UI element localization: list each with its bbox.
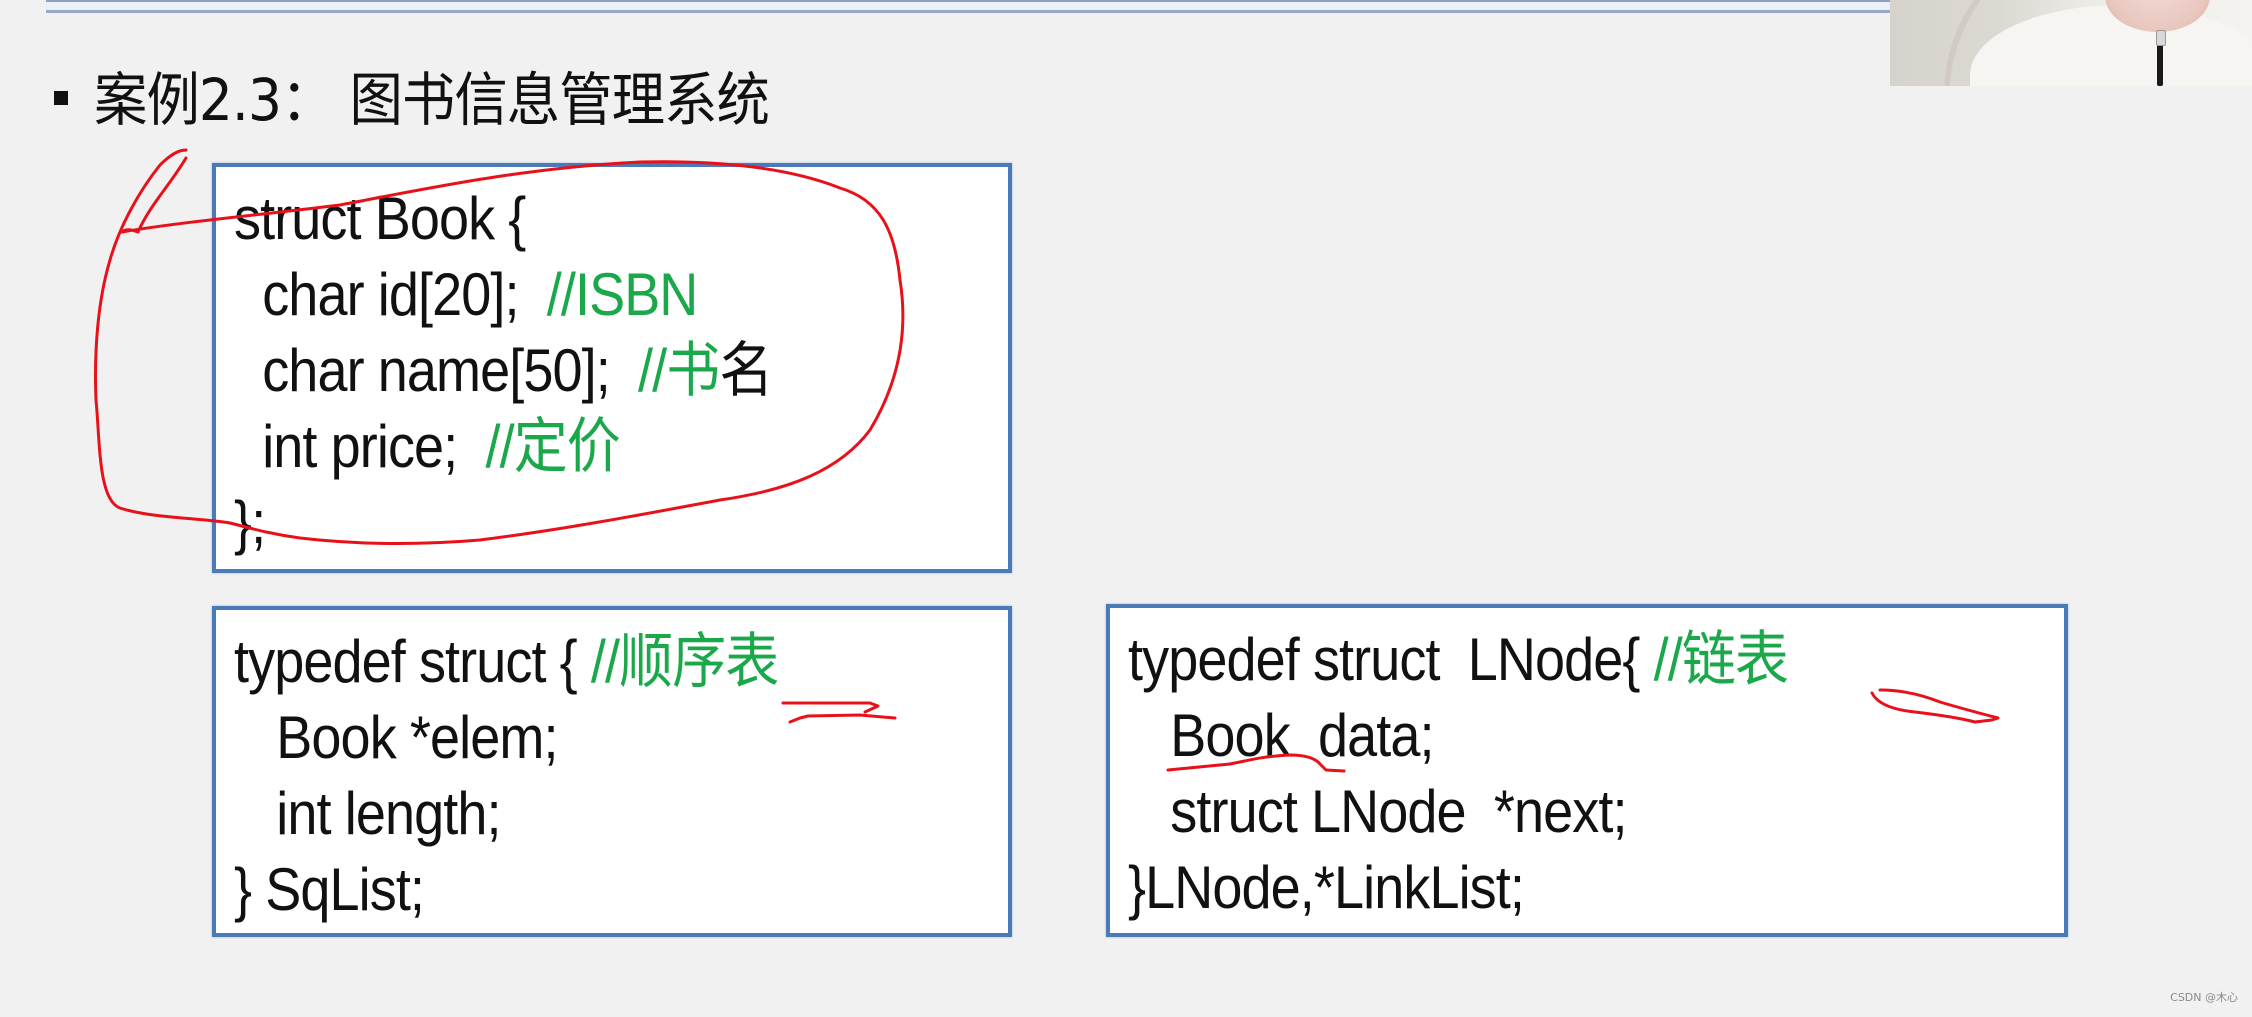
code-line: struct LNode *next;: [1128, 774, 1788, 850]
code-text: char id[20];: [234, 261, 547, 328]
code-line: Book data;: [1128, 698, 1788, 774]
code-comment: //书: [638, 337, 720, 404]
code-line: typedef struct { //顺序表: [234, 624, 779, 700]
watermark: CSDN @木心: [2170, 991, 2238, 1004]
code-text: } SqList;: [234, 856, 425, 923]
code-text: Book data;: [1128, 702, 1434, 769]
webcam-overlay: [1890, 0, 2252, 86]
code-text: typedef struct LNode{: [1128, 626, 1654, 693]
webcam-zipper: [2157, 36, 2163, 86]
code-comment: //定价: [485, 413, 620, 480]
code-text: int length;: [234, 780, 501, 847]
code-text: struct LNode *next;: [1128, 778, 1627, 845]
header-rule-top: [46, 0, 1890, 2]
code-comment-tail: 名: [719, 337, 773, 404]
code-text: }LNode,*LinkList;: [1128, 854, 1525, 921]
code-box-struct-book: struct Book { char id[20]; //ISBN char n…: [212, 163, 1012, 573]
slide-title: 案例2.3： 图书信息管理系统: [94, 66, 770, 134]
code-text: };: [234, 489, 266, 556]
code-comment: //ISBN: [546, 261, 699, 328]
code-text: Book *elem;: [234, 704, 558, 771]
header-rule-bottom: [46, 10, 1890, 13]
code-line: int price; //定价: [234, 409, 772, 485]
code-line: char id[20]; //ISBN: [234, 257, 772, 333]
code-text: int price;: [234, 413, 486, 480]
code-line: int length;: [234, 776, 778, 852]
code-comment: //链表: [1653, 626, 1789, 693]
code-text: char name[50];: [234, 337, 639, 404]
code-box-lnode: typedef struct LNode{ //链表 Book data; st…: [1106, 604, 2068, 937]
code-line: struct Book {: [234, 181, 772, 257]
code-line: } SqList;: [234, 852, 778, 928]
code-line: typedef struct LNode{ //链表: [1128, 622, 1789, 698]
header-rule-band: [46, 2, 1890, 10]
code-box-sqlist: typedef struct { //顺序表 Book *elem; int l…: [212, 606, 1012, 937]
code-line: }LNode,*LinkList;: [1128, 850, 1788, 926]
code-text: typedef struct {: [234, 628, 591, 695]
slide-title-row: 案例2.3： 图书信息管理系统: [54, 52, 828, 138]
code-line: char name[50]; //书名: [234, 333, 773, 409]
code-comment: //顺序表: [590, 628, 779, 695]
webcam-zipper-pull: [2156, 30, 2166, 46]
square-bullet-icon: [54, 91, 68, 105]
code-text: struct Book {: [234, 185, 526, 252]
code-line: };: [234, 485, 772, 561]
code-line: Book *elem;: [234, 700, 778, 776]
